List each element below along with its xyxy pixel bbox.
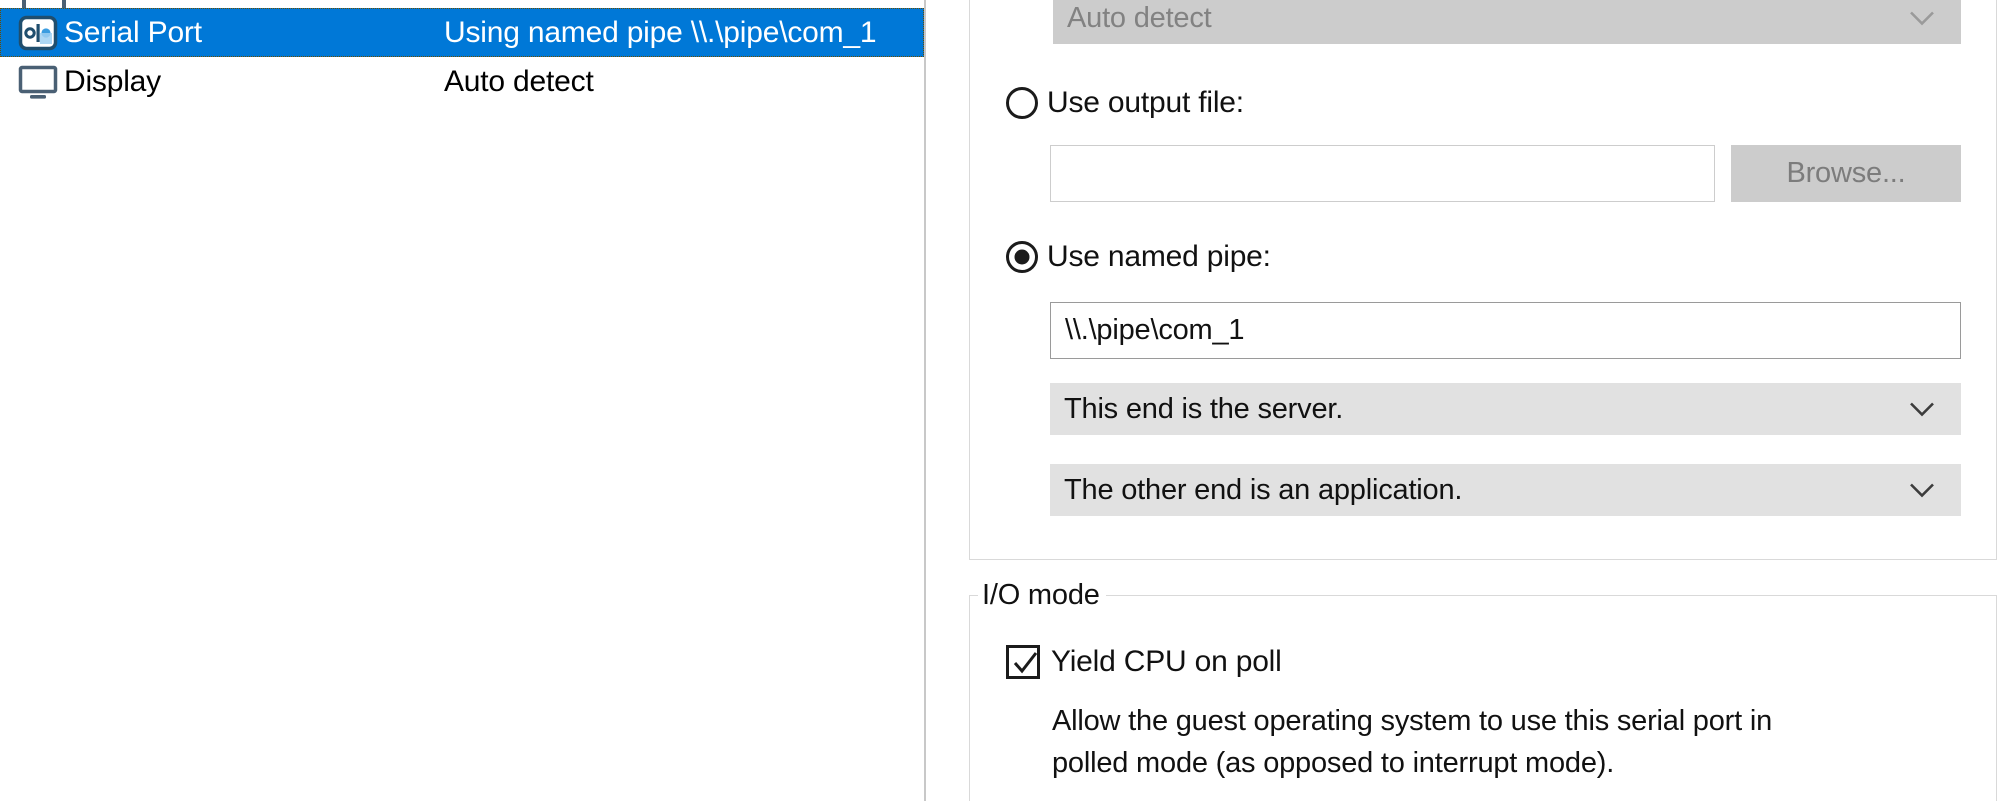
checkbox-checked-icon: [1006, 645, 1040, 679]
radio-checked-icon: [1006, 241, 1038, 273]
device-summary: Using named pipe \\.\pipe\com_1: [444, 15, 877, 49]
io-mode-group-box: [969, 595, 1997, 801]
browse-button-label: Browse...: [1786, 157, 1906, 189]
partial-device-icon: [22, 0, 66, 8]
serial-port-icon: [18, 13, 58, 53]
io-mode-legend: I/O mode: [978, 578, 1106, 612]
serial-device-combo[interactable]: Auto detect: [1053, 0, 1961, 44]
use-named-pipe-label: Use named pipe:: [1047, 240, 1271, 273]
named-pipe-value: \\.\pipe\com_1: [1065, 314, 1245, 346]
pipe-end-role-combo[interactable]: This end is the server.: [1050, 383, 1961, 435]
device-list[interactable]: Serial Port Using named pipe \\.\pipe\co…: [0, 0, 926, 801]
chevron-down-icon: [1909, 402, 1935, 417]
use-output-file-radio[interactable]: Use output file:: [1006, 86, 1244, 120]
named-pipe-input[interactable]: \\.\pipe\com_1: [1050, 302, 1961, 359]
device-name: Display: [64, 64, 161, 98]
output-file-path-input[interactable]: [1050, 145, 1715, 202]
yield-cpu-description: Allow the guest operating system to use …: [1052, 705, 1773, 779]
device-summary: Auto detect: [444, 64, 594, 98]
connection-group-box: [969, 0, 1997, 560]
yield-cpu-on-poll-checkbox[interactable]: Yield CPU on poll: [1006, 645, 1282, 679]
pipe-end-role-value: This end is the server.: [1064, 392, 1344, 425]
use-named-pipe-radio[interactable]: Use named pipe:: [1006, 240, 1271, 274]
browse-button[interactable]: Browse...: [1731, 145, 1961, 202]
use-output-file-label: Use output file:: [1047, 86, 1244, 119]
chevron-down-icon: [1909, 11, 1935, 26]
device-list-item-display[interactable]: Display Auto detect: [0, 57, 924, 106]
yield-cpu-on-poll-label: Yield CPU on poll: [1051, 645, 1282, 678]
device-list-row-partial-above: [0, 0, 924, 8]
settings-panel: Auto detect Use output file: Browse... U…: [960, 0, 2001, 801]
radio-unchecked-icon: [1006, 87, 1038, 119]
serial-device-combo-value: Auto detect: [1067, 1, 1212, 34]
display-icon: [18, 62, 58, 102]
device-list-item-serial-port[interactable]: Serial Port Using named pipe \\.\pipe\co…: [0, 8, 924, 57]
chevron-down-icon: [1909, 483, 1935, 498]
pipe-other-end-combo[interactable]: The other end is an application.: [1050, 464, 1961, 516]
device-name: Serial Port: [64, 15, 202, 49]
pipe-other-end-value: The other end is an application.: [1064, 473, 1463, 506]
